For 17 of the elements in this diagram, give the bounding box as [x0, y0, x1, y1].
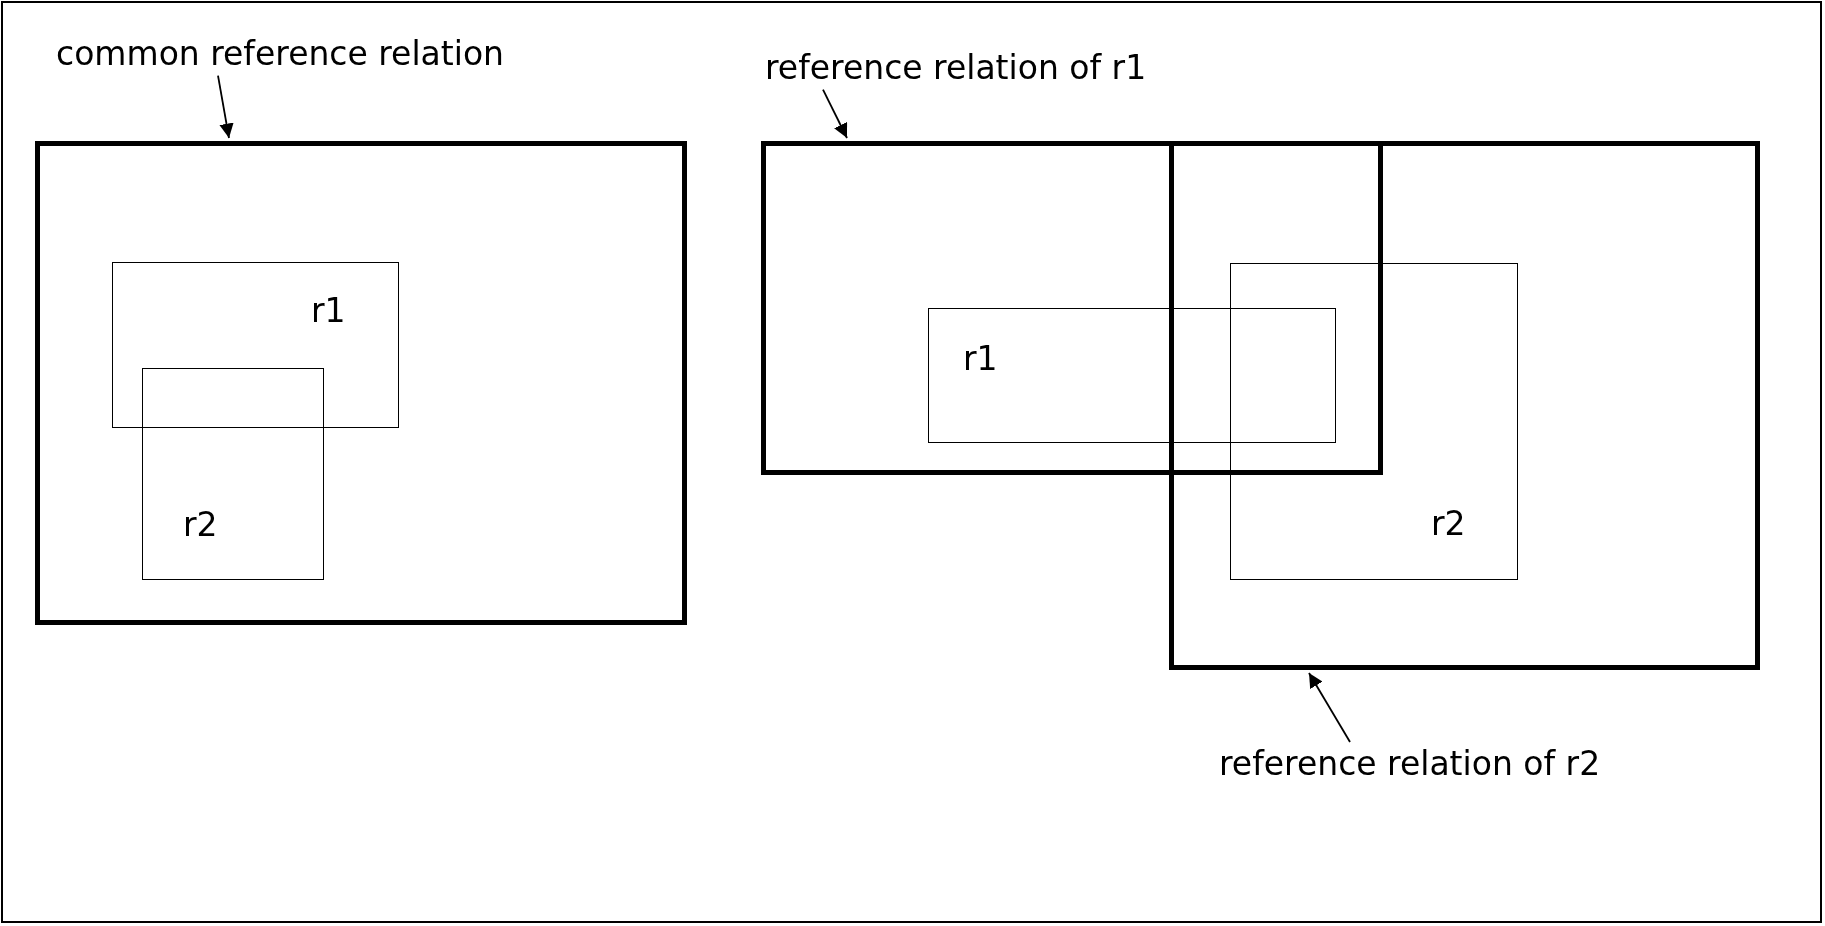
region-label: r1 [311, 291, 346, 331]
region-label: r2 [183, 505, 218, 545]
reference-relation-box [1169, 141, 1760, 670]
region-label: r2 [1431, 504, 1466, 544]
region-box [1230, 263, 1518, 580]
leader-line [822, 88, 848, 139]
reference-relation-box [761, 141, 1383, 475]
reference-relation-box [35, 141, 687, 625]
region-box [142, 368, 324, 580]
callout-label: reference relation of r2 [1219, 744, 1601, 784]
leader-line [217, 74, 234, 139]
region-label: r1 [963, 339, 998, 379]
region-box [928, 308, 1336, 443]
region-box [112, 262, 399, 428]
callout-label: common reference relation [56, 34, 505, 74]
leader-line [1308, 672, 1351, 743]
callout-label: reference relation of r1 [765, 48, 1147, 88]
